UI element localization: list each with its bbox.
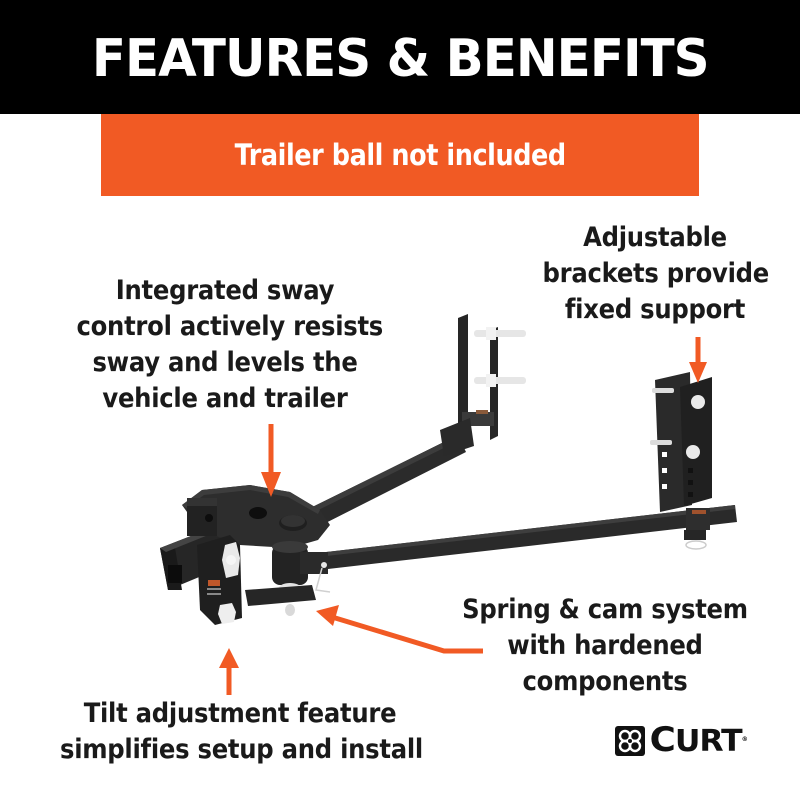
callout-line: simplifies setup and install	[60, 734, 423, 765]
callout-line: with hardened	[507, 630, 703, 661]
callout-line: Adjustable	[583, 222, 727, 253]
callout-line: sway and levels the	[92, 347, 358, 378]
arrow-down-icon	[689, 337, 707, 383]
arrow-up-left-icon	[316, 605, 483, 654]
right-spring-bar	[300, 372, 737, 572]
callout-adjustable-brackets: Adjustable brackets provide fixed suppor…	[530, 220, 780, 328]
header-bar: FEATURES & BENEFITS	[0, 0, 800, 114]
callout-sway-control: Integrated sway control actively resists…	[60, 273, 390, 417]
callout-line: vehicle and trailer	[102, 383, 348, 414]
hitch-head	[182, 485, 331, 625]
arrow-up-icon	[219, 648, 239, 695]
page-title: FEATURES & BENEFITS	[91, 29, 710, 89]
callout-line: Integrated sway	[115, 275, 335, 306]
callout-line: fixed support	[564, 294, 746, 325]
arrow-down-icon	[261, 424, 281, 497]
callout-spring-cam: Spring & cam system with hardened compon…	[440, 592, 770, 700]
callout-line: brackets provide	[542, 258, 770, 289]
callout-line: Tilt adjustment feature	[83, 698, 397, 729]
callout-tilt-adjustment: Tilt adjustment feature simplifies setup…	[40, 696, 440, 768]
callout-line: components	[522, 666, 688, 697]
curt-chain-emblem-icon	[615, 726, 645, 756]
brand-wordmark: CURT®	[649, 720, 748, 760]
left-spring-bar	[282, 314, 526, 540]
callout-line: Spring & cam system	[462, 594, 748, 625]
callout-line: control actively resists	[76, 311, 384, 342]
curt-logo: CURT®	[614, 720, 748, 760]
notice-banner: Trailer ball not included	[101, 114, 699, 196]
banner-text: Trailer ball not included	[234, 138, 566, 172]
